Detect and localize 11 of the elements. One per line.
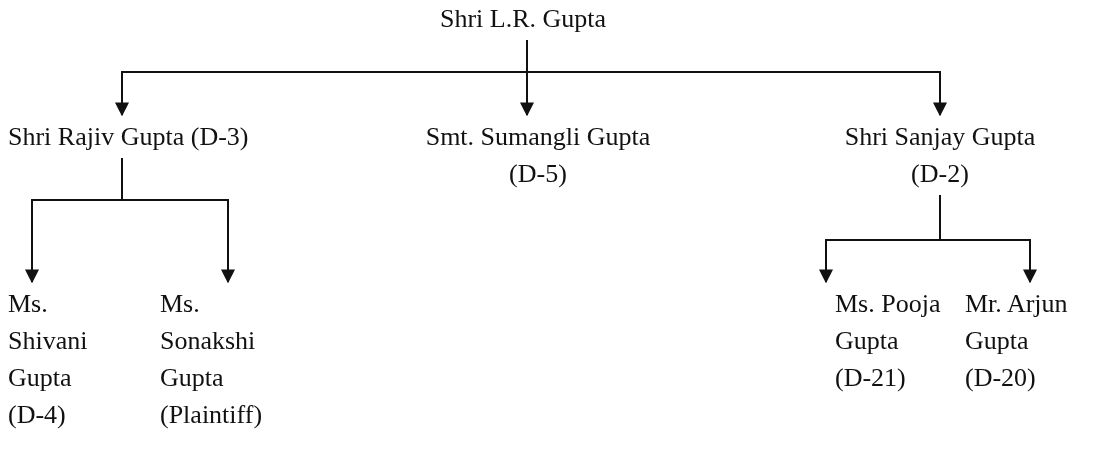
person-name: Ms. Shivani Gupta (D-4) [8,285,108,433]
person-name: Smt. Sumangli Gupta (D-5) [408,118,668,192]
arrow [121,157,235,284]
person-name: Shri Sanjay Gupta (D-2) [826,118,1054,192]
person-name: Shri L.R. Gupta [440,0,640,37]
person-name: Mr. Arjun Gupta (D-20) [965,285,1077,396]
person-name: Ms. Sonakshi Gupta (Plaintiff) [160,285,280,433]
person-name: Shri Rajiv Gupta (D-3) [8,118,298,155]
person-name: Ms. Pooja Gupta (D-21) [835,285,947,396]
arrow [939,194,1037,284]
arrow [526,39,947,117]
